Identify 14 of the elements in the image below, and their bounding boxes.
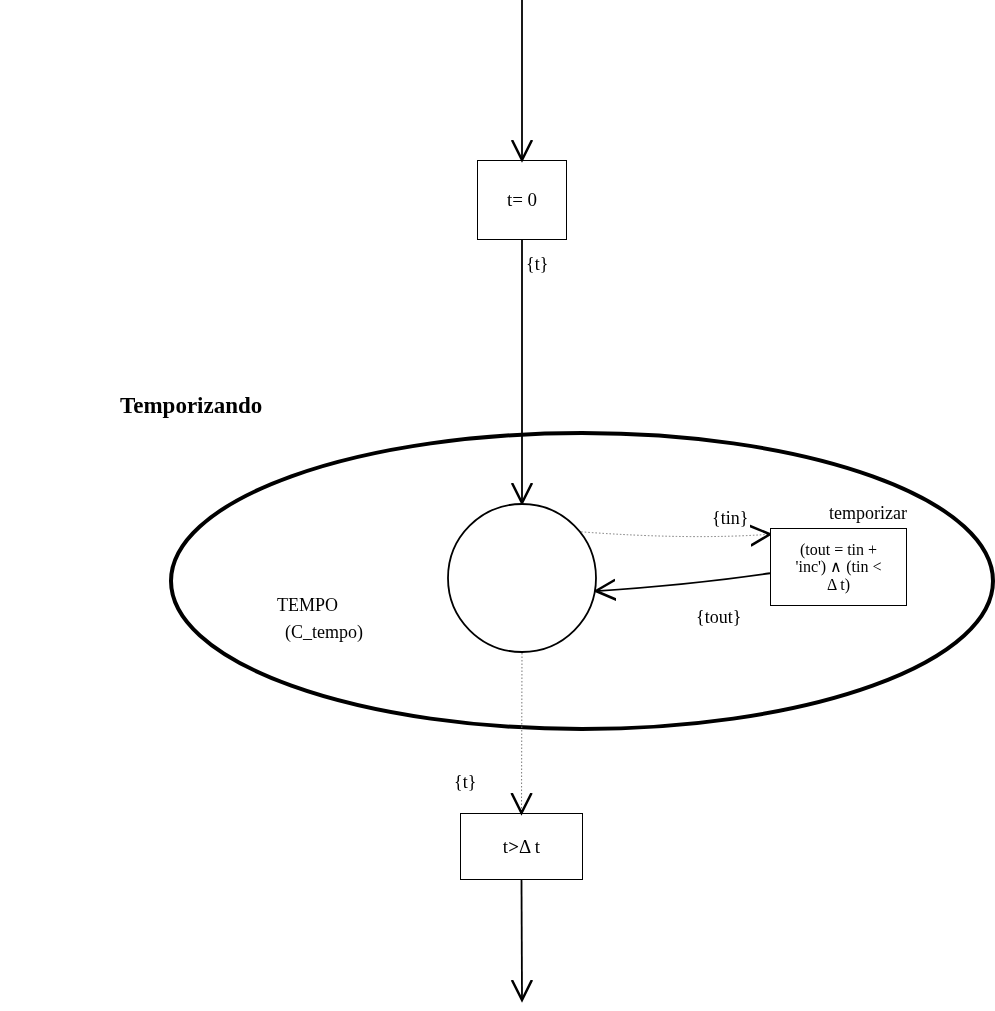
place-label: TEMPO [277,595,338,616]
place-label: (C_tempo) [285,622,363,643]
transition-name: temporizar [829,503,907,524]
arc-arrow [594,572,771,601]
transition-box: t= 0 [477,160,567,240]
transition-box: (tout = tin + 'inc') ∧ (tin < Δ t) [770,528,907,606]
transition-box: t>Δ t [460,813,583,880]
arc-arrow [510,879,534,1002]
edge-label: {tin} [710,508,751,529]
arc-arrow [510,0,534,162]
arc-arrow [510,652,533,815]
arc-arrow [580,524,772,547]
group-heading: Temporizando [120,393,263,419]
arc-arrow [510,239,534,505]
